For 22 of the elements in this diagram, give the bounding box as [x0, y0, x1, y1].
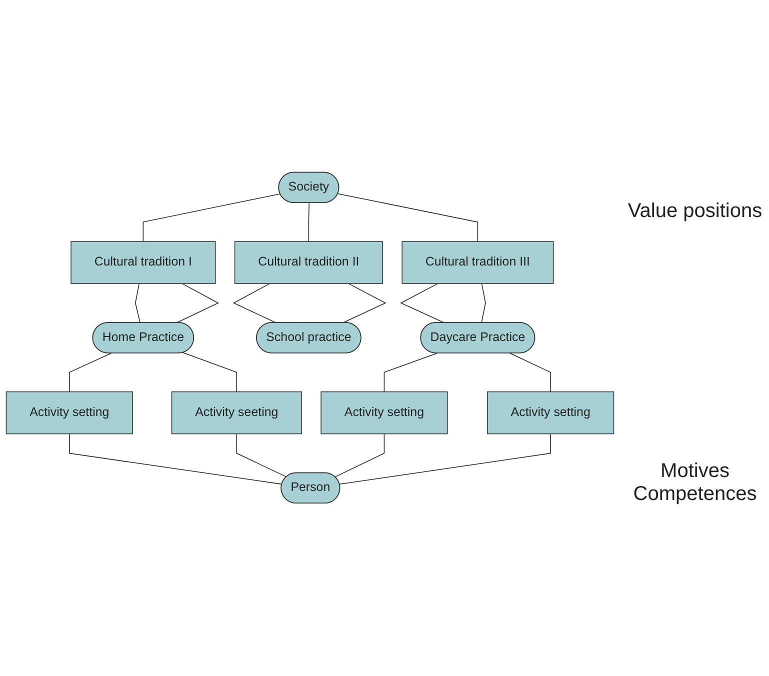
- connector: [236, 434, 287, 478]
- connector: [481, 284, 486, 324]
- connector: [134, 284, 141, 324]
- annotation-text: Value positions: [626, 200, 764, 223]
- annotation-text: Motives Competences: [632, 460, 758, 506]
- connector: [338, 194, 478, 242]
- connector: [182, 352, 238, 392]
- node-box: Activity setting: [487, 392, 614, 435]
- node-box: Activity seeting: [171, 392, 302, 435]
- node-box: Cultural tradition I: [70, 241, 216, 284]
- connector: [334, 434, 385, 478]
- connector: [510, 353, 551, 392]
- connector: [308, 202, 310, 242]
- connector: [69, 434, 282, 485]
- connector: [69, 353, 112, 392]
- connector: [339, 434, 551, 485]
- node-box: Cultural tradition II: [234, 241, 383, 284]
- connector: [142, 194, 281, 242]
- node-box: Activity setting: [320, 392, 448, 435]
- connector: [384, 353, 438, 392]
- node-box: Activity setting: [6, 392, 133, 435]
- node-box: Cultural tradition III: [402, 241, 554, 284]
